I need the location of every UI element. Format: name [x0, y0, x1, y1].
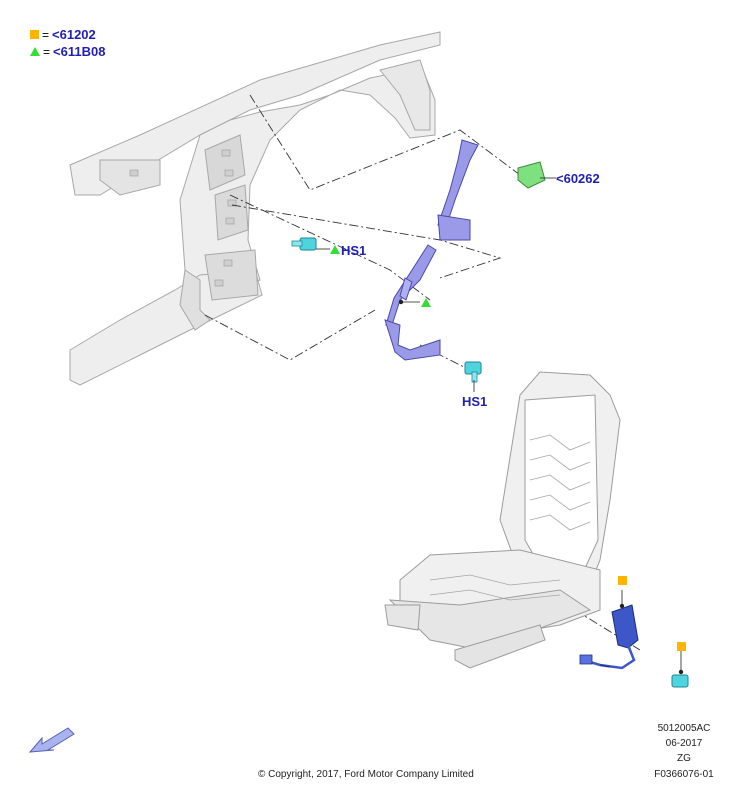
- square-marker-icon: [30, 30, 39, 39]
- part-code: 5012005AC: [657, 723, 711, 734]
- legend-equals: =: [43, 44, 51, 59]
- callout-clip: <60262: [556, 171, 600, 186]
- leader-dot: [398, 299, 404, 305]
- bolt-lower: [464, 361, 482, 392]
- seat-frame: [384, 371, 621, 669]
- legend-label: <611B08: [53, 44, 106, 59]
- trim-clip: [517, 161, 556, 189]
- legend-label: <61202: [52, 27, 96, 42]
- back-arrow-icon: [28, 727, 75, 753]
- callout-bolt-upper: HS1: [341, 243, 367, 258]
- bolt-upper: [291, 237, 340, 254]
- seat-belt-assembly: [384, 139, 479, 361]
- seat-belt-buckle: [579, 590, 639, 670]
- triangle-marker-icon: [30, 47, 40, 56]
- copyright-text: © Copyright, 2017, Ford Motor Company Li…: [258, 769, 474, 780]
- triangle-marker-icon: [421, 298, 431, 307]
- date-code: 06-2017: [665, 738, 703, 749]
- callout-bolt-lower: HS1: [462, 394, 488, 409]
- legend-item-square: = <61202: [30, 27, 96, 42]
- square-marker-icon: [618, 576, 627, 585]
- body-side-structure: [69, 31, 441, 386]
- legend-item-triangle: = <611B08: [30, 44, 105, 59]
- back-arrow-button[interactable]: [28, 724, 76, 761]
- bolt-buckle: [671, 650, 689, 688]
- figure-number: F0366076-01: [654, 769, 714, 780]
- legend-equals: =: [42, 27, 50, 42]
- structure-holes: [129, 149, 237, 287]
- seat-frame-detail: [429, 434, 591, 601]
- market-code: ZG: [677, 753, 691, 764]
- square-marker-icon: [677, 642, 686, 651]
